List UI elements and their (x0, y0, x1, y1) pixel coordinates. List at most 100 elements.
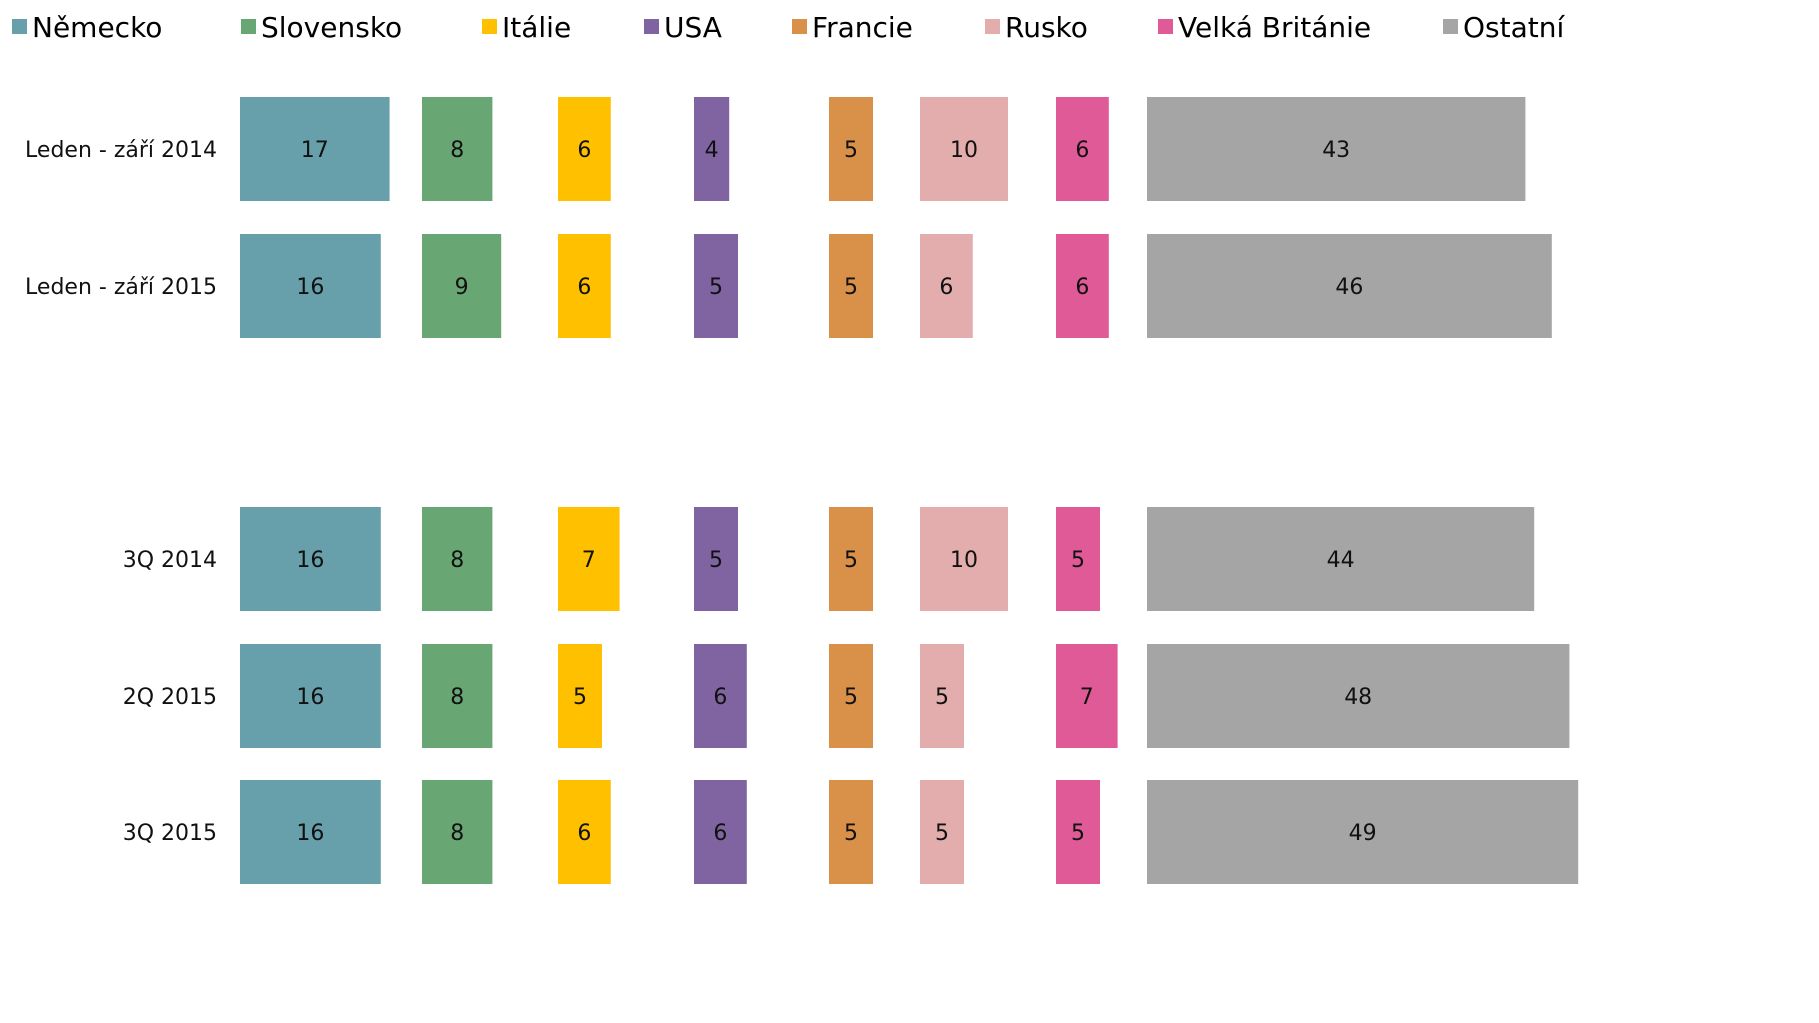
bar-value-label: 5 (844, 821, 858, 846)
row-label: 3Q 2014 (123, 548, 217, 573)
legend-label: Velká Británie (1178, 11, 1371, 44)
bar-rusko (920, 780, 964, 884)
legend: Německo Slovensko Itálie USA Francie Rusko Vel… (12, 11, 1565, 44)
row-label: 3Q 2015 (123, 821, 217, 846)
bar-value-label: 6 (577, 821, 591, 846)
bar-rusko (920, 507, 1008, 611)
bar-nemecko (240, 644, 381, 748)
bar-nemecko (240, 234, 381, 338)
legend-item-ostatni: Ostatní (1443, 11, 1565, 44)
bar-value-label: 5 (935, 685, 949, 710)
bar-nemecko (240, 507, 381, 611)
bar-usa (694, 97, 730, 201)
bar-italie (558, 644, 602, 748)
bar-francie (829, 234, 873, 338)
legend-item-italie: Itálie (482, 11, 571, 44)
bar-value-label: 10 (950, 138, 978, 163)
bar-slovensko (422, 97, 493, 201)
row-label: Leden - září 2014 (25, 138, 217, 163)
bar-italie (558, 234, 611, 338)
bar-value-label: 16 (296, 685, 324, 710)
bar-value-label: 7 (582, 548, 596, 573)
legend-item-slovensko: Slovensko (241, 11, 402, 44)
bar-usa (694, 780, 747, 884)
bar-value-label: 8 (450, 138, 464, 163)
bar-velka-britanie (1056, 234, 1109, 338)
bar-velka-britanie (1056, 97, 1109, 201)
bar-value-label: 6 (713, 821, 727, 846)
legend-swatch (12, 19, 27, 34)
bar-usa (694, 234, 738, 338)
row-3q-2015: 3Q 2015 16 8 6 6 5 5 5 49 (123, 780, 1579, 884)
legend-swatch (1158, 19, 1173, 34)
bar-value-label: 6 (1075, 138, 1089, 163)
bar-rusko (920, 234, 973, 338)
bar-nemecko (240, 97, 390, 201)
legend-item-usa: USA (644, 11, 722, 44)
legend-swatch (241, 19, 256, 34)
bar-value-label: 44 (1327, 548, 1355, 573)
bar-value-label: 6 (1075, 275, 1089, 300)
bar-francie (829, 507, 873, 611)
legend-swatch (1443, 19, 1458, 34)
bar-ostatni (1147, 644, 1570, 748)
bar-value-label: 8 (450, 548, 464, 573)
bar-value-label: 6 (713, 685, 727, 710)
bar-value-label: 16 (296, 821, 324, 846)
legend-swatch (792, 19, 807, 34)
legend-swatch (482, 19, 497, 34)
bar-value-label: 5 (709, 548, 723, 573)
legend-label: Rusko (1005, 11, 1088, 44)
legend-item-velka-britanie: Velká Británie (1158, 11, 1371, 44)
legend-label: USA (664, 11, 722, 44)
row-label: Leden - září 2015 (25, 275, 217, 300)
legend-label: Francie (812, 11, 913, 44)
bar-value-label: 8 (450, 821, 464, 846)
legend-item-rusko: Rusko (985, 11, 1088, 44)
bar-usa (694, 507, 738, 611)
bar-usa (694, 644, 747, 748)
bar-value-label: 5 (1071, 821, 1085, 846)
bar-value-label: 5 (844, 138, 858, 163)
bar-value-label: 6 (577, 275, 591, 300)
bar-velka-britanie (1056, 507, 1100, 611)
bar-value-label: 7 (1080, 685, 1094, 710)
bar-slovensko (422, 644, 493, 748)
legend-item-francie: Francie (792, 11, 913, 44)
bar-slovensko (422, 234, 502, 338)
bar-value-label: 5 (844, 685, 858, 710)
bar-value-label: 6 (577, 138, 591, 163)
legend-item-nemecko: Německo (12, 11, 162, 44)
legend-label: Itálie (502, 11, 571, 44)
bar-value-label: 5 (709, 275, 723, 300)
bar-italie (558, 780, 611, 884)
bar-value-label: 5 (935, 821, 949, 846)
bar-slovensko (422, 507, 493, 611)
legend-label: Slovensko (261, 11, 402, 44)
bar-value-label: 9 (455, 275, 469, 300)
bar-value-label: 8 (450, 685, 464, 710)
bar-value-label: 48 (1344, 685, 1372, 710)
bar-value-label: 10 (950, 548, 978, 573)
bar-italie (558, 507, 620, 611)
bar-value-label: 43 (1322, 138, 1350, 163)
bar-rusko (920, 644, 964, 748)
bar-value-label: 49 (1349, 821, 1377, 846)
bar-value-label: 4 (705, 138, 719, 163)
bar-ostatni (1147, 780, 1579, 884)
bar-velka-britanie (1056, 644, 1118, 748)
bar-rusko (920, 97, 1008, 201)
bar-slovensko (422, 780, 493, 884)
bar-value-label: 5 (844, 275, 858, 300)
legend-label: Německo (32, 11, 162, 44)
legend-swatch (985, 19, 1000, 34)
bar-value-label: 46 (1335, 275, 1363, 300)
